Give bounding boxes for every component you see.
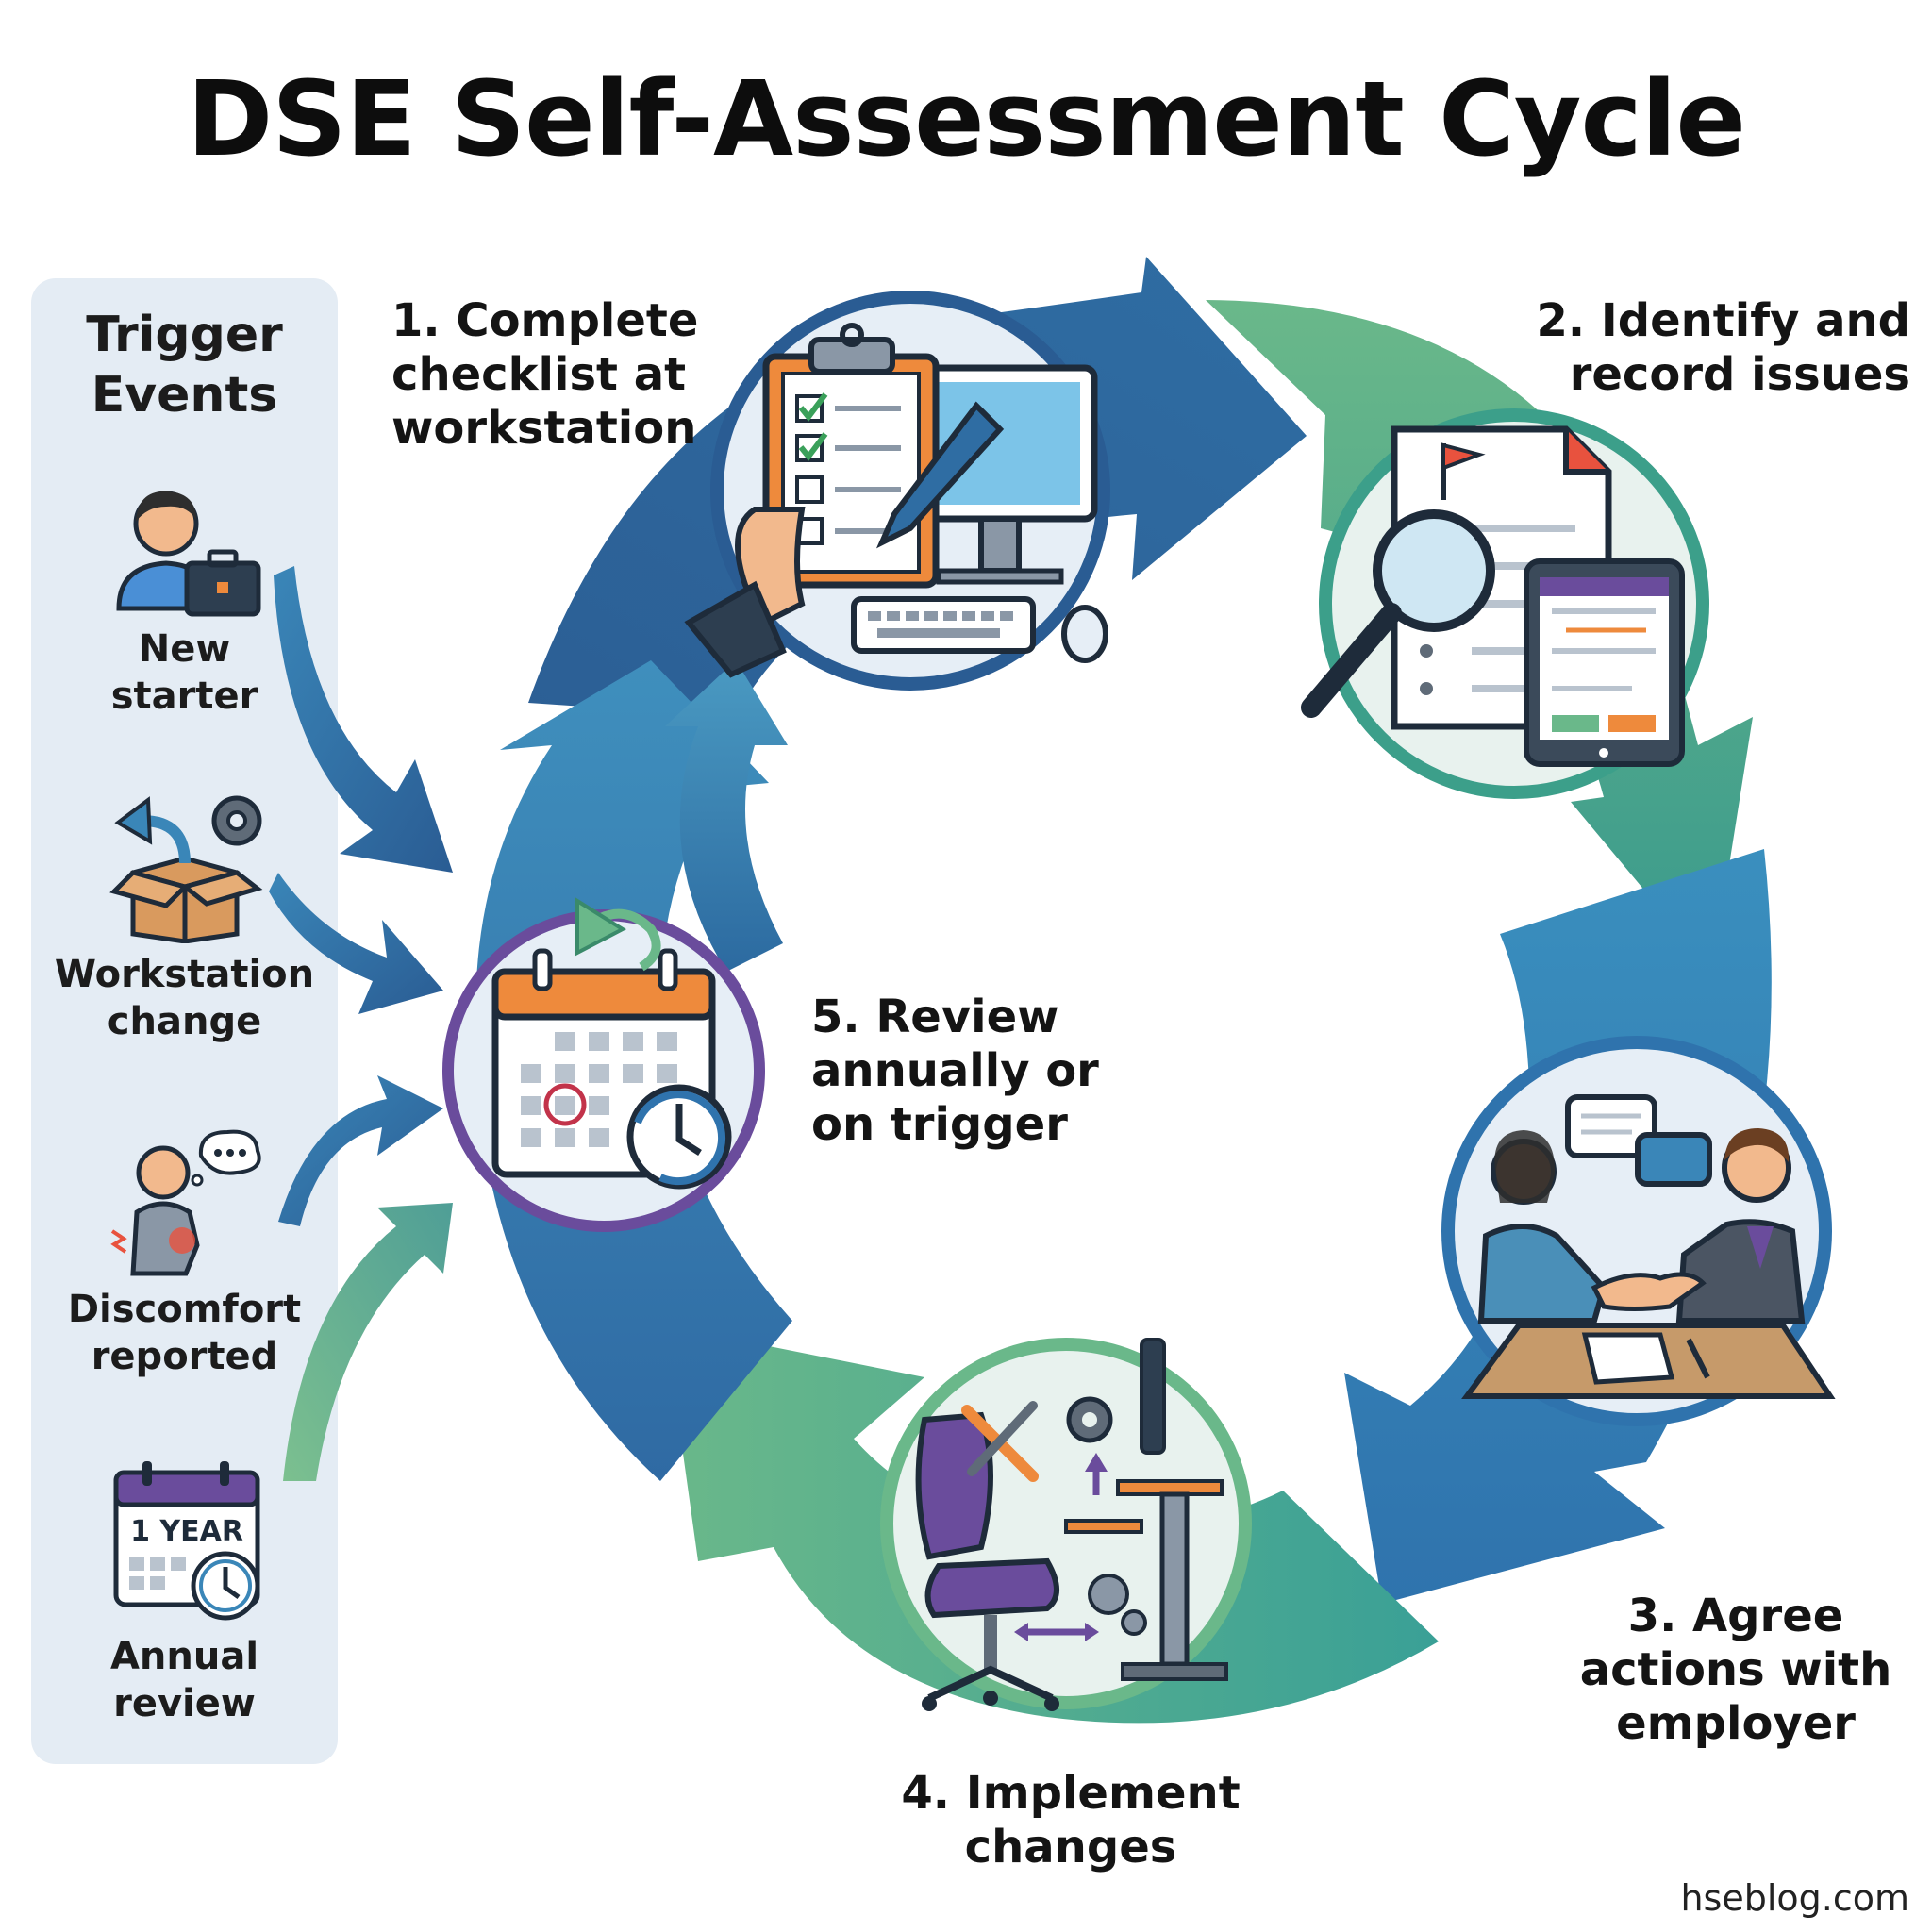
arrow-step2-to-step3: [1206, 300, 1753, 972]
document-magnifier-icon: [1301, 425, 1685, 767]
step1-label-line: 1. Complete: [391, 294, 699, 347]
ergonomic-desk-icon: [915, 1338, 1228, 1711]
step4-illustration: [880, 1338, 1252, 1711]
page-title: DSE Self-Assessment Cycle: [186, 58, 1746, 179]
arrow-step4-to-step5: [665, 1325, 1439, 1724]
trigger-panel-title: Trigger Events: [31, 305, 338, 425]
arrow-inner-review: [665, 660, 788, 972]
trigger-workstation-change: Workstation change: [31, 783, 338, 1045]
step2-label-line: 2. Identify and: [1536, 294, 1911, 347]
step4-label-line: 4. Implement: [901, 1767, 1241, 1820]
calendar-review-icon: [491, 897, 732, 1190]
trigger-panel-title-line2: Events: [91, 367, 278, 424]
handshake-meeting-icon: [1461, 1094, 1836, 1399]
trigger-new-starter: New starter: [31, 476, 338, 720]
step3-label-line: actions with: [1579, 1643, 1892, 1696]
step2-label-line: record issues: [1569, 348, 1910, 401]
trigger-label-line1: Annual: [109, 1635, 259, 1678]
footer-source: hseblog.com: [1680, 1877, 1909, 1919]
step4-label-line: changes: [964, 1821, 1177, 1874]
trigger-arrow-annual-review: [283, 1203, 453, 1481]
trigger-label-line1: New: [138, 627, 231, 671]
trigger-arrow-new-starter: [274, 566, 453, 873]
step5-label: 5. Review annually or on trigger: [811, 991, 1099, 1152]
trigger-arrow-workstation-change: [269, 873, 443, 1014]
calendar-clock-icon: 1 YEAR: [113, 1461, 259, 1621]
trigger-label-line1: Discomfort: [67, 1288, 302, 1331]
discomfort-icon: [109, 1129, 261, 1276]
new-starter-icon: [115, 491, 260, 617]
trigger-events-panel: Trigger Events New starter: [31, 278, 338, 1764]
step5-label-line: on trigger: [811, 1098, 1068, 1151]
trigger-label-line2: review: [113, 1682, 256, 1725]
step2-illustration: [1301, 408, 1709, 799]
step3-label: 3. Agree actions with employer: [1566, 1590, 1906, 1751]
trigger-label-line2: change: [107, 1000, 262, 1043]
trigger-label-line2: starter: [110, 675, 258, 718]
box-gear-icon: [108, 795, 262, 943]
step1-label-line: workstation: [391, 402, 697, 455]
trigger-label-line2: reported: [91, 1335, 278, 1378]
step1-illustration: [684, 291, 1110, 691]
step1-label: 1. Complete checklist at workstation: [391, 294, 698, 456]
trigger-arrow-discomfort: [278, 1075, 443, 1226]
trigger-annual-review: 1 YEAR Annual review: [31, 1456, 338, 1727]
step3-label-line: employer: [1616, 1697, 1856, 1750]
step1-label-line: checklist at: [391, 348, 687, 401]
trigger-discomfort-reported: Discomfort reported: [31, 1118, 338, 1380]
step2-label: 2. Identify and record issues: [1533, 294, 1911, 402]
step5-label-line: 5. Review: [811, 991, 1059, 1043]
step4-label: 4. Implement changes: [882, 1767, 1259, 1874]
step5-label-line: annually or: [811, 1044, 1099, 1097]
trigger-panel-title-line1: Trigger: [86, 307, 283, 363]
trigger-label-line1: Workstation: [54, 953, 315, 996]
step5-illustration: [442, 897, 765, 1232]
step3-illustration: [1441, 1036, 1836, 1426]
step3-label-line: 3. Agree: [1627, 1590, 1844, 1642]
clipboard-computer-icon: [684, 323, 1108, 678]
calendar-year-text: 1 YEAR: [130, 1515, 243, 1548]
